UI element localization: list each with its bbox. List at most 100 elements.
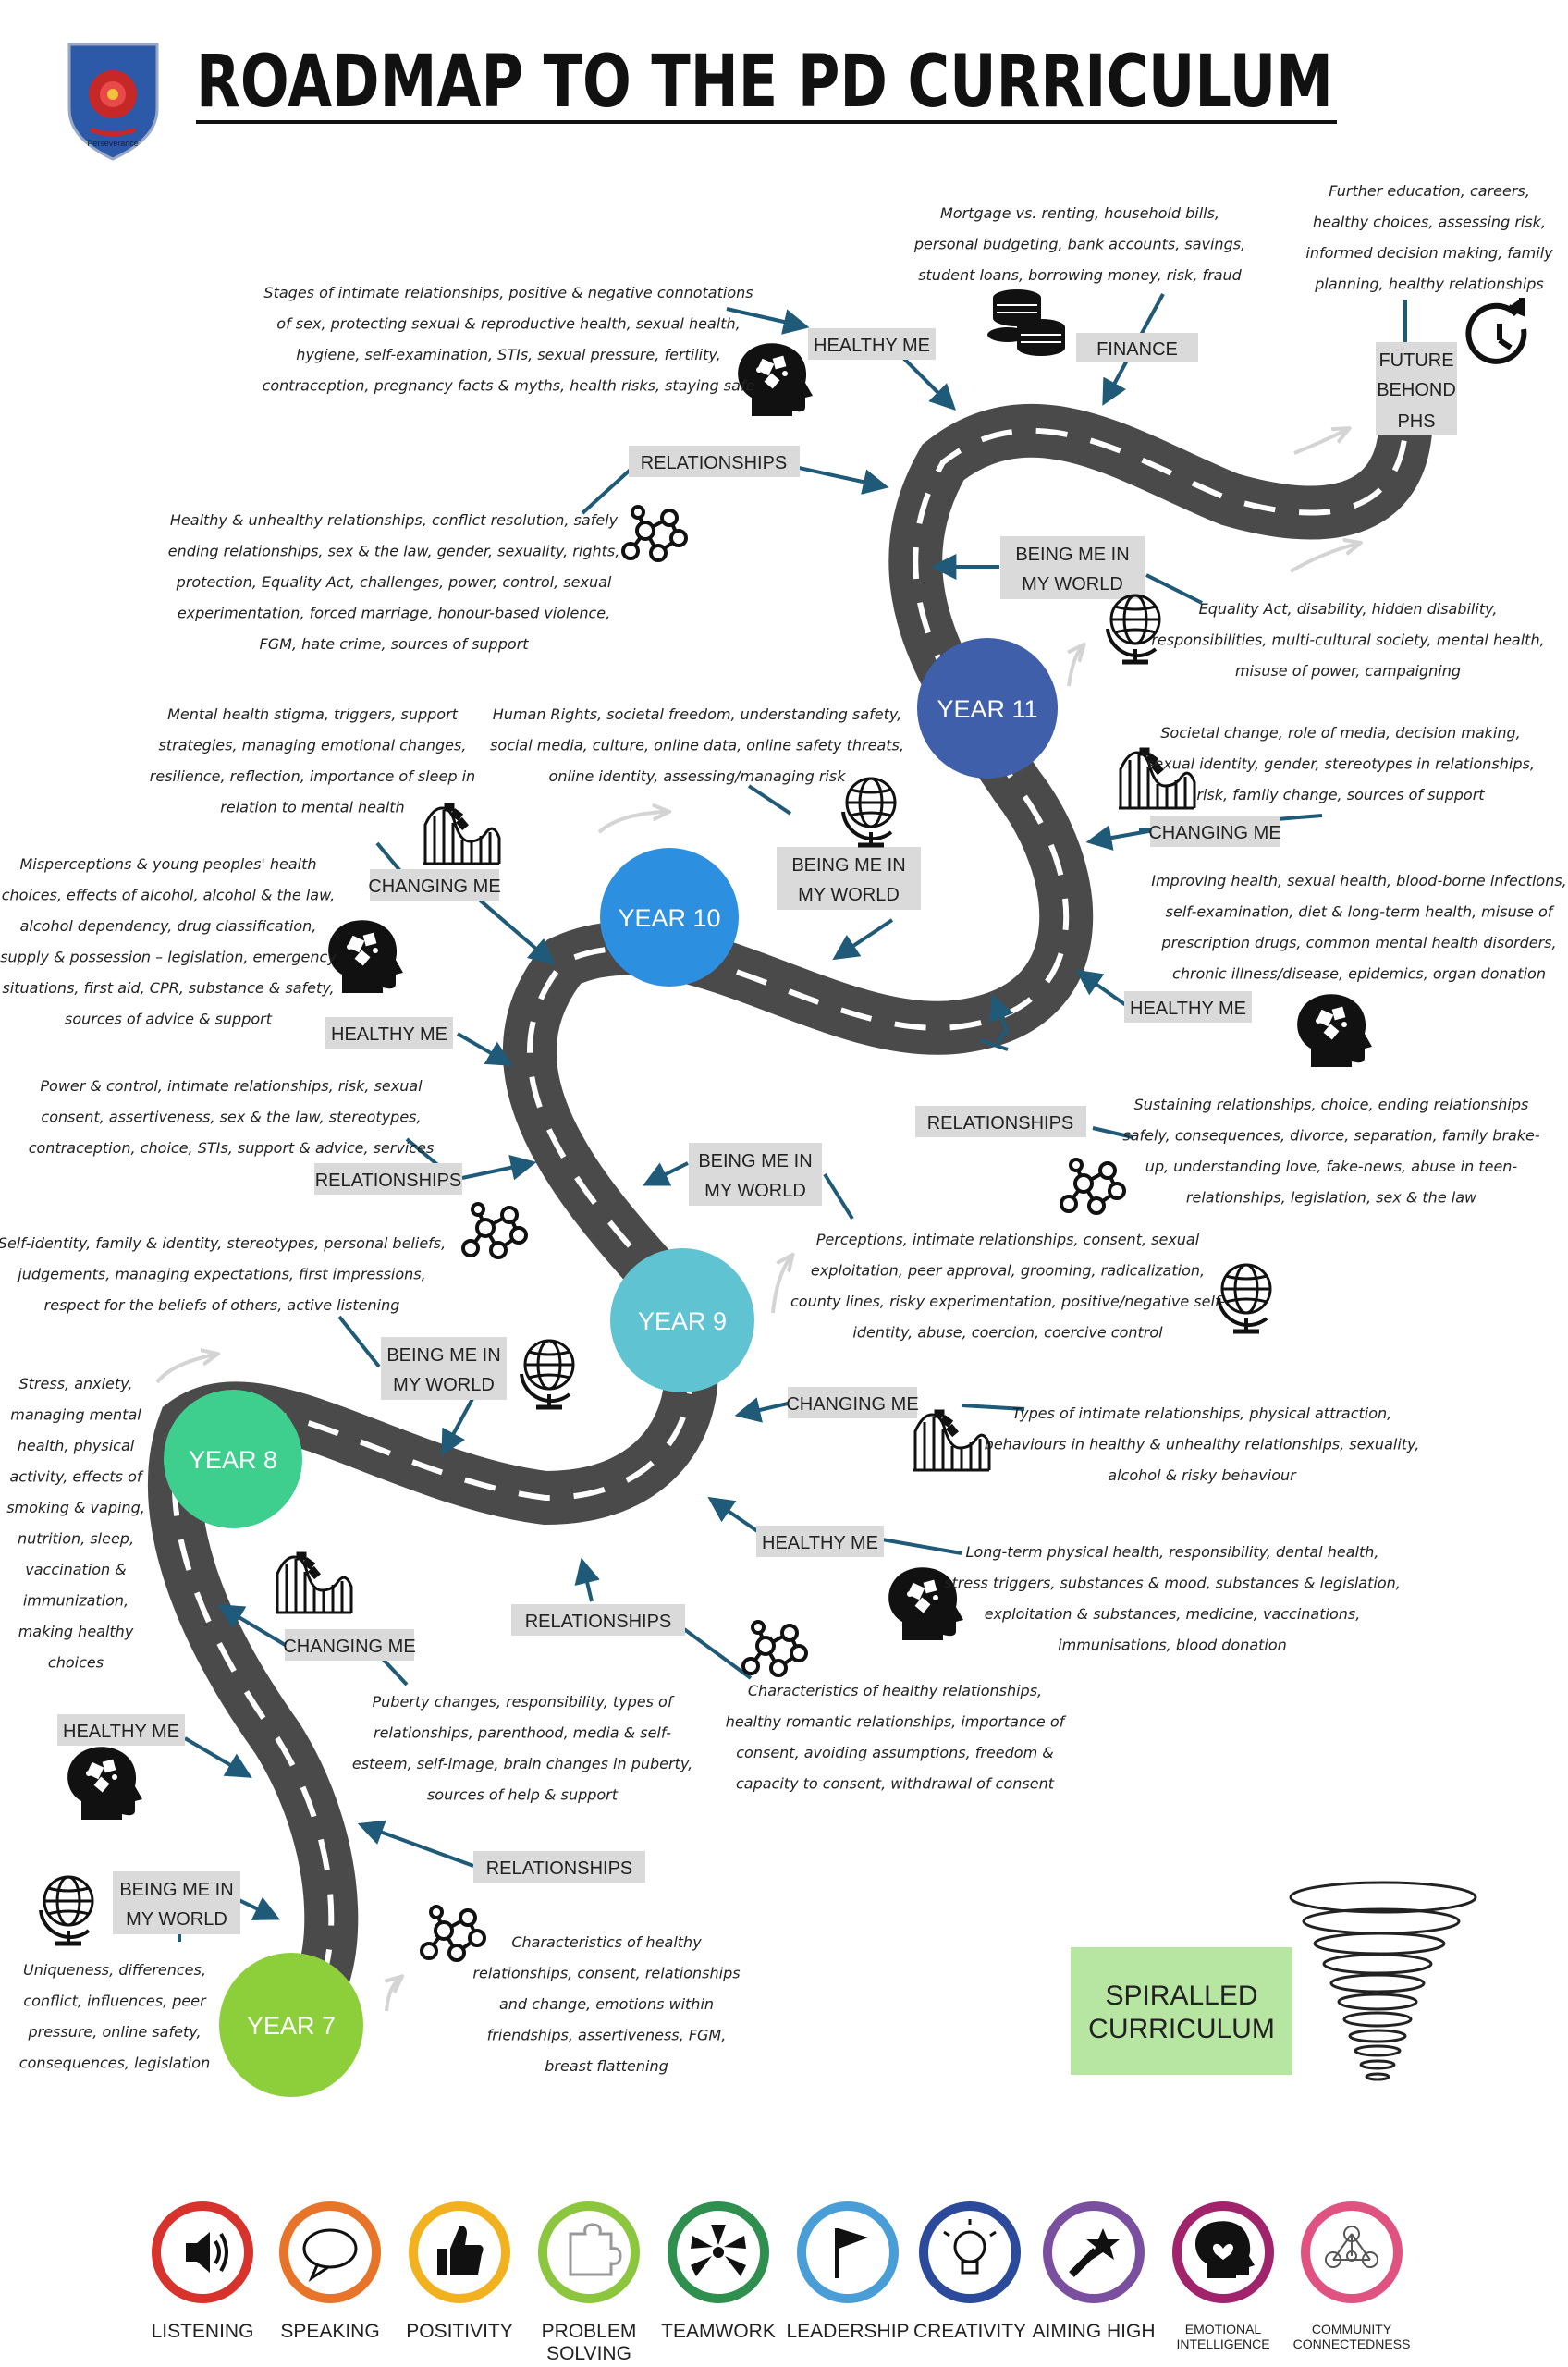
label-y10-relationships-right: RELATIONSHIPS	[915, 1106, 1086, 1137]
value-ring	[919, 2201, 1021, 2303]
head-puzzle-icon	[328, 920, 403, 993]
head-heart-icon	[1195, 2221, 1255, 2278]
description-line: Characteristics of healthy relationships…	[748, 1682, 1042, 1699]
description-line: choices, effects of alcohol, alcohol & t…	[2, 887, 336, 904]
description-line: relationships, consent, relationships	[472, 1965, 740, 1982]
label-y8-relationships-mid: RELATIONSHIPS	[511, 1604, 685, 1636]
speech-bubble-icon	[302, 2228, 358, 2283]
year-8-marker: YEAR 8	[164, 1390, 302, 1528]
description-line: Misperceptions & young peoples' health	[19, 855, 316, 873]
value-badge: TEAMWORK	[661, 2201, 776, 2342]
description-y11-relationships: Healthy & unhealthy relationships, confl…	[168, 511, 620, 653]
description-line: stress triggers, substances & mood, subs…	[944, 1575, 1401, 1592]
description-line: judgements, managing expectations, first…	[16, 1266, 425, 1283]
value-badge: AIMING HIGH	[1032, 2201, 1156, 2342]
label-y10-healthy-me-left: HEALTHY ME	[325, 1017, 453, 1049]
description-line: protection, Equality Act, challenges, po…	[176, 573, 612, 591]
description-line: of sex, protecting sexual & reproductive…	[276, 315, 740, 333]
head-puzzle-icon	[67, 1747, 142, 1820]
progress-arrows	[155, 430, 1357, 2012]
description-line: misuse of power, campaigning	[1235, 662, 1461, 680]
description-line: pressure, online safety,	[27, 2023, 201, 2041]
molecule-icon	[420, 1905, 486, 1962]
description-line: county lines, risky experimentation, pos…	[790, 1293, 1225, 1310]
svg-text:MY WORLD: MY WORLD	[1022, 574, 1123, 595]
description-line: conflict, influences, peer	[23, 1993, 207, 2010]
description-line: consent, assertiveness, sex & the law, s…	[41, 1109, 421, 1126]
description-line: sources of advice & support	[65, 1011, 273, 1028]
clock-refresh-icon	[1465, 298, 1527, 364]
crest-logo: Perseverance	[67, 43, 159, 161]
label-y11-finance: FINANCE	[1076, 333, 1198, 362]
coins-icon	[987, 289, 1065, 356]
value-badge: SPEAKING	[279, 2201, 381, 2342]
description-line: planning, healthy relationships	[1314, 276, 1544, 293]
flag-icon	[835, 2228, 868, 2278]
description-y11-being: Equality Act, disability, hidden disabil…	[1151, 600, 1544, 680]
description-line: FGM, hate crime, sources of support	[260, 635, 530, 653]
label-future-beyond-phs: FUTURE BEHOND PHS	[1376, 342, 1457, 435]
description-line: exploitation & substances, medicine, vac…	[985, 1605, 1361, 1623]
description-line: Uniqueness, differences,	[23, 1961, 206, 1979]
label-y9-being-me-left: BEING ME IN MY WORLD	[381, 1337, 507, 1400]
year-9-label: YEAR 9	[638, 1307, 727, 1335]
description-y11-finance: Mortgage vs. renting, household bills,pe…	[913, 204, 1245, 284]
value-ring	[797, 2201, 899, 2303]
value-badge: LEADERSHIP	[786, 2201, 910, 2342]
svg-text:RELATIONSHIPS: RELATIONSHIPS	[315, 1171, 462, 1191]
svg-text:CHANGING ME: CHANGING ME	[368, 877, 500, 897]
description-line: risk, family change, sources of support	[1196, 786, 1485, 803]
globe-icon	[41, 1877, 92, 1944]
value-label: AIMING HIGH	[1032, 2321, 1155, 2342]
description-line: Sustaining relationships, choice, ending…	[1134, 1096, 1529, 1113]
svg-text:CHANGING ME: CHANGING ME	[786, 1394, 918, 1415]
description-y7-being: Uniqueness, differences, conflict, influe…	[19, 1961, 210, 2072]
value-badge: POSITIVITY	[406, 2201, 513, 2342]
description-line: Characteristics of healthy	[511, 1933, 702, 1951]
description-line: relation to mental health	[220, 799, 404, 816]
label-y11-relationships: RELATIONSHIPS	[629, 446, 800, 477]
molecule-icon	[1060, 1158, 1126, 1215]
description-line: consequences, legislation	[19, 2054, 210, 2072]
description-line: Further education, careers,	[1329, 182, 1530, 200]
svg-text:RELATIONSHIPS: RELATIONSHIPS	[641, 453, 788, 473]
svg-text:FUTURE: FUTURE	[1378, 350, 1453, 371]
globe-icon	[843, 779, 895, 845]
value-label: INTELLIGENCE	[1176, 2336, 1269, 2351]
label-y10-healthy-me-right: HEALTHY ME	[1124, 991, 1252, 1023]
description-line: consent, avoiding assumptions, freedom &	[736, 1744, 1054, 1761]
thumbs-up-icon	[437, 2226, 484, 2275]
description-texts: Stages of intimate relationships, positi…	[0, 182, 1567, 2075]
svg-text:FINANCE: FINANCE	[1096, 339, 1178, 360]
head-puzzle-icon	[1297, 994, 1372, 1067]
svg-text:MY WORLD: MY WORLD	[704, 1181, 806, 1201]
svg-text:MY WORLD: MY WORLD	[798, 885, 900, 905]
label-y8-changing-me: CHANGING ME	[283, 1629, 416, 1661]
label-y7-relationships: RELATIONSHIPS	[473, 1851, 645, 1883]
description-line: making healthy	[18, 1623, 134, 1640]
value-label: SPEAKING	[280, 2321, 379, 2342]
description-line: choices	[48, 1654, 104, 1672]
description-line: vaccination &	[25, 1561, 126, 1578]
year-11-marker: YEAR 11	[917, 638, 1058, 779]
svg-text:BEING ME IN: BEING ME IN	[119, 1880, 233, 1900]
description-y11-healthy: Stages of intimate relationships, positi…	[263, 284, 755, 395]
crest-motto: Perseverance	[87, 139, 139, 148]
description-line: student loans, borrowing money, risk, fr…	[918, 266, 1242, 284]
description-line: supply & possession – legislation, emerg…	[0, 949, 337, 966]
description-y10-healthy: Misperceptions & young peoples' health ch…	[0, 855, 337, 1028]
value-badge: CREATIVITY	[913, 2201, 1026, 2342]
description-line: Power & control, intimate relationships,…	[40, 1077, 423, 1095]
value-label: SOLVING	[546, 2343, 631, 2364]
value-badge: LISTENING	[152, 2201, 253, 2342]
description-line: contraception, pregnancy facts & myths, …	[263, 377, 755, 395]
description-line: nutrition, sleep,	[18, 1530, 134, 1548]
molecule-icon	[621, 505, 688, 562]
label-y11-being-me: BEING ME IN MY WORLD	[1000, 536, 1145, 599]
year-10-marker: YEAR 10	[600, 848, 739, 987]
svg-text:RELATIONSHIPS: RELATIONSHIPS	[486, 1858, 633, 1879]
description-line: activity, effects of	[9, 1468, 143, 1486]
description-line: healthy romantic relationships, importan…	[726, 1713, 1067, 1731]
